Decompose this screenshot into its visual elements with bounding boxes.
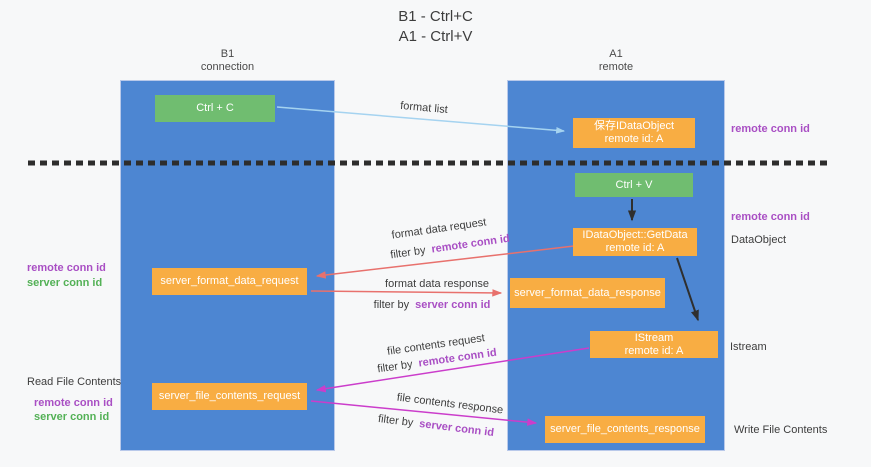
node-ctrl-v: Ctrl + V	[575, 173, 693, 197]
getdata-line1: IDataObject::GetData	[582, 229, 688, 241]
server-format-data-response-label: server_format_data_response	[514, 286, 661, 299]
read-file-contents-label: Read File Contents	[27, 376, 122, 388]
getdata-line2: remote id: A	[605, 242, 665, 254]
server-format-data-request-label: server_format_data_request	[160, 275, 299, 287]
diagram-title: B1 - Ctrl+C A1 - Ctrl+V	[0, 7, 871, 47]
edge-label-filter-server-1: filter by server conn id	[374, 299, 491, 311]
right-remote-conn-id-top: remote conn id	[731, 123, 810, 135]
node-server-format-data-response: server_format_data_response	[510, 278, 665, 308]
node-ctrl-c: Ctrl + C	[155, 95, 275, 122]
format-list-text: format list	[399, 99, 449, 117]
lane-header-b1: B1 connection	[120, 48, 335, 74]
title-line-a1: A1 - Ctrl+V	[398, 28, 473, 45]
title-line-b1: B1 - Ctrl+C	[398, 8, 473, 25]
node-istream: IStream remote id: A	[590, 331, 718, 358]
server-file-contents-response-label: server_file_contents_response	[550, 423, 700, 435]
filter-by-text: filter by	[389, 244, 427, 262]
left-remote-conn-id-1: remote conn id	[27, 262, 106, 274]
write-file-contents-label: Write File Contents	[734, 424, 828, 436]
server-conn-id-text: server conn id	[415, 299, 491, 311]
left-remote-conn-id-2: remote conn id	[34, 397, 113, 409]
lane-header-a1: A1 remote	[507, 48, 725, 74]
ctrl-c-label: Ctrl + C	[196, 102, 234, 114]
node-save-idataobject: 保存IDataObject remote id: A	[573, 118, 695, 148]
server-file-contents-request-label: server_file_contents_request	[158, 390, 301, 402]
node-server-file-contents-response: server_file_contents_response	[545, 416, 705, 443]
filter-by-text: filter by	[376, 358, 414, 376]
right-remote-conn-id-mid: remote conn id	[731, 211, 810, 223]
edge-label-format-data-response: format data response	[385, 278, 489, 290]
lane-b1-role: connection	[200, 61, 255, 73]
save-idataobject-line2: remote id: A	[604, 133, 664, 145]
lane-a1-role: remote	[598, 61, 634, 73]
format-data-response-text: format data response	[385, 278, 489, 290]
left-server-conn-id-2: server conn id	[34, 411, 110, 423]
istream-label: Istream	[730, 341, 767, 353]
edge-label-filter-server-2: filter by server conn id	[377, 413, 494, 439]
dataobject-label: DataObject	[731, 234, 787, 246]
server-conn-id-text: server conn id	[418, 417, 495, 440]
edge-label-format-list: format list	[400, 100, 449, 116]
edge-label-file-contents-response: file contents response	[396, 392, 504, 417]
node-idataobject-getdata: IDataObject::GetData remote id: A	[573, 228, 697, 256]
node-server-format-data-request: server_format_data_request	[152, 268, 307, 295]
arrow-format-data-response	[310, 289, 503, 297]
ctrl-v-label: Ctrl + V	[615, 178, 653, 191]
istream-line1: IStream	[634, 331, 674, 344]
left-server-conn-id-1: server conn id	[27, 277, 103, 289]
remote-conn-id-text: remote conn id	[430, 232, 511, 256]
file-contents-response-text: file contents response	[396, 391, 504, 417]
lane-a1-name: A1	[609, 48, 623, 60]
istream-line2: remote id: A	[624, 344, 684, 357]
node-server-file-contents-request: server_file_contents_request	[152, 383, 307, 410]
filter-by-text: filter by	[377, 412, 415, 430]
lane-b1-name: B1	[220, 48, 235, 60]
filter-by-text: filter by	[373, 299, 410, 311]
save-idataobject-line1: 保存IDataObject	[593, 120, 675, 132]
